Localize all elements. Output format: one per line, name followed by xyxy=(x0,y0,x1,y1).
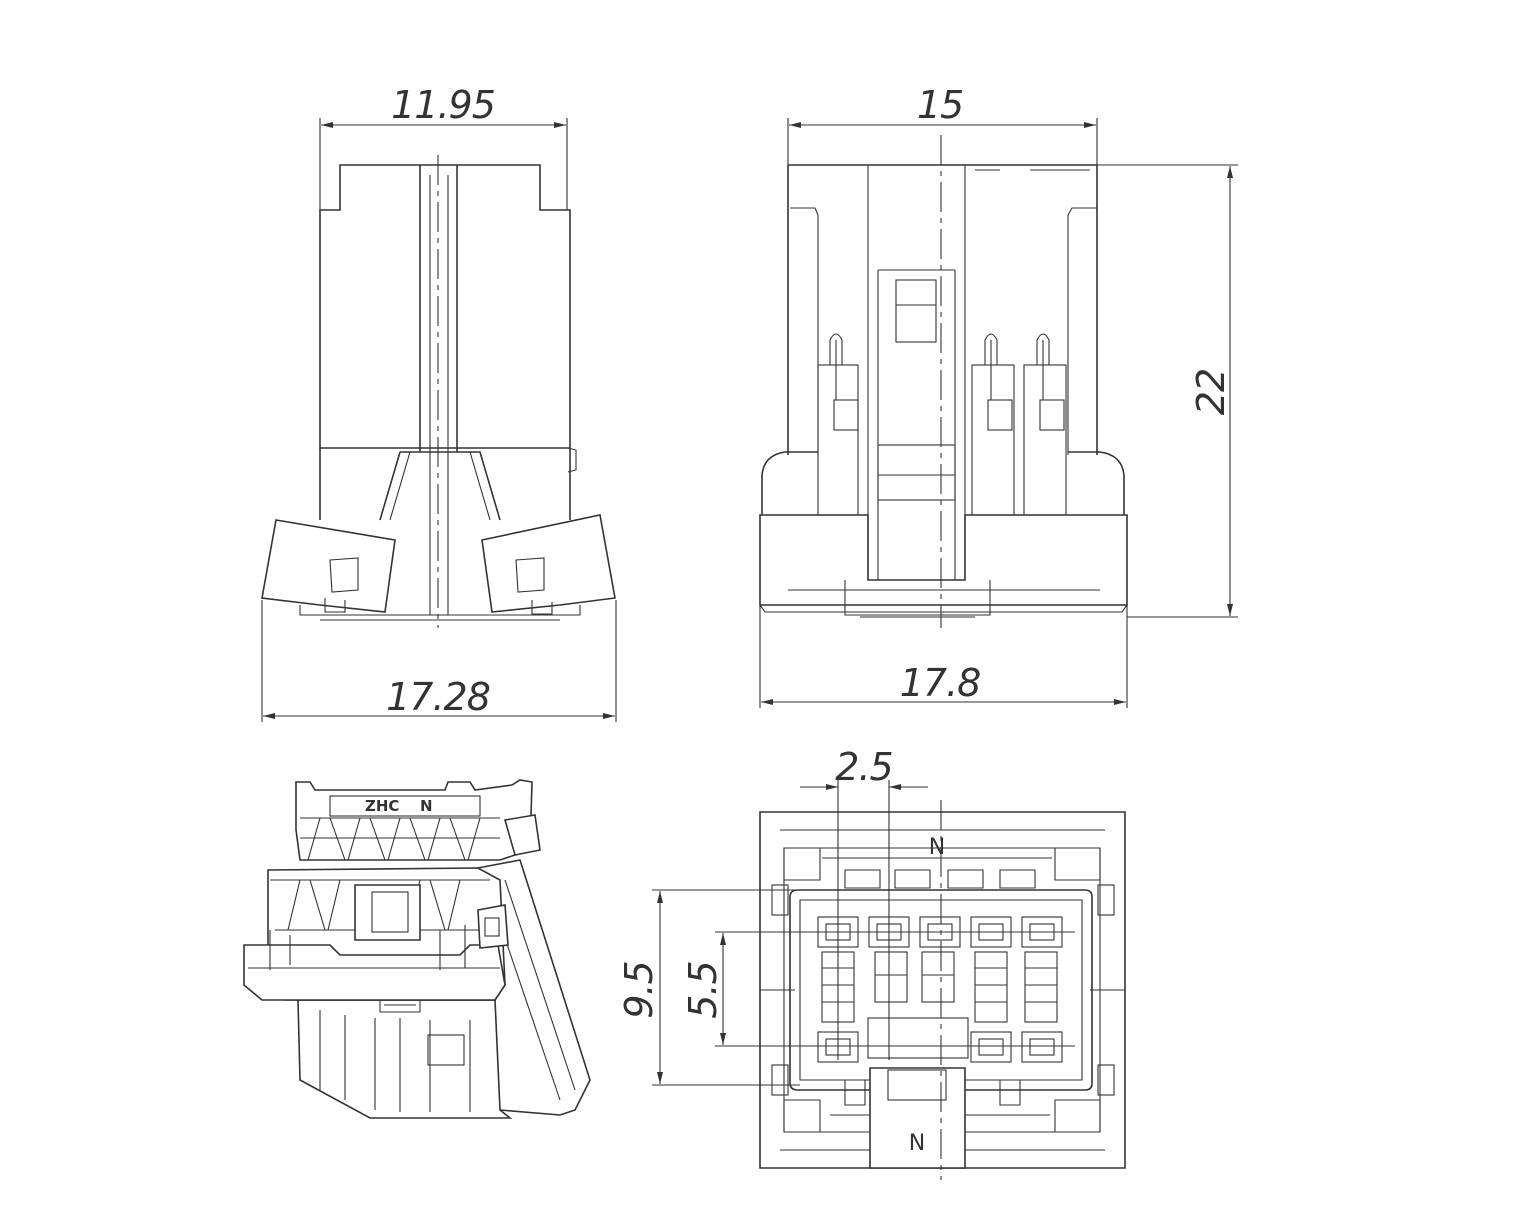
dim-inner-span-face: 5.5 xyxy=(681,931,1075,1047)
dim-label-22: 22 xyxy=(1189,369,1233,415)
face-inner-cavity xyxy=(789,889,1093,1091)
side-lower-body xyxy=(759,514,1128,606)
face-marking-bottom: N xyxy=(909,1131,925,1156)
front-left-latch xyxy=(261,519,396,613)
dim-pitch-face: 2.5 xyxy=(800,745,928,1060)
side-view: 15 22 17.8 xyxy=(759,83,1238,708)
dim-top-width-front: 11.95 xyxy=(319,83,568,210)
dim-label-17-28: 17.28 xyxy=(386,675,490,719)
dim-height-side: 22 xyxy=(1097,164,1238,618)
dim-row-span-face: 9.5 xyxy=(617,889,800,1086)
face-marking-top: N xyxy=(929,835,945,860)
iso-lower-body xyxy=(297,999,513,1119)
face-view: N N 2.5 9.5 5.5 xyxy=(617,745,1126,1180)
iso-upper-block xyxy=(295,779,533,861)
dim-label-11-95: 11.95 xyxy=(391,83,495,127)
dim-label-15: 15 xyxy=(917,83,963,127)
iso-view: ZHC N xyxy=(243,779,591,1119)
iso-letter-marking: N xyxy=(420,797,433,815)
dim-label-5-5: 5.5 xyxy=(681,961,725,1018)
dim-label-2-5: 2.5 xyxy=(835,745,892,789)
face-outer-housing xyxy=(759,811,1126,1169)
dim-bottom-width-side: 17.8 xyxy=(759,605,1128,708)
dim-label-9-5: 9.5 xyxy=(617,961,661,1018)
front-wedge xyxy=(319,448,571,521)
dim-top-width-side: 15 xyxy=(787,83,1098,165)
iso-brand-marking: ZHC xyxy=(365,797,399,815)
dim-bottom-width-front: 17.28 xyxy=(261,600,617,722)
front-right-latch xyxy=(481,514,616,613)
front-body-outline xyxy=(319,164,571,449)
dim-label-17-8: 17.8 xyxy=(900,661,981,705)
front-view: 11.95 17.28 xyxy=(261,83,617,722)
